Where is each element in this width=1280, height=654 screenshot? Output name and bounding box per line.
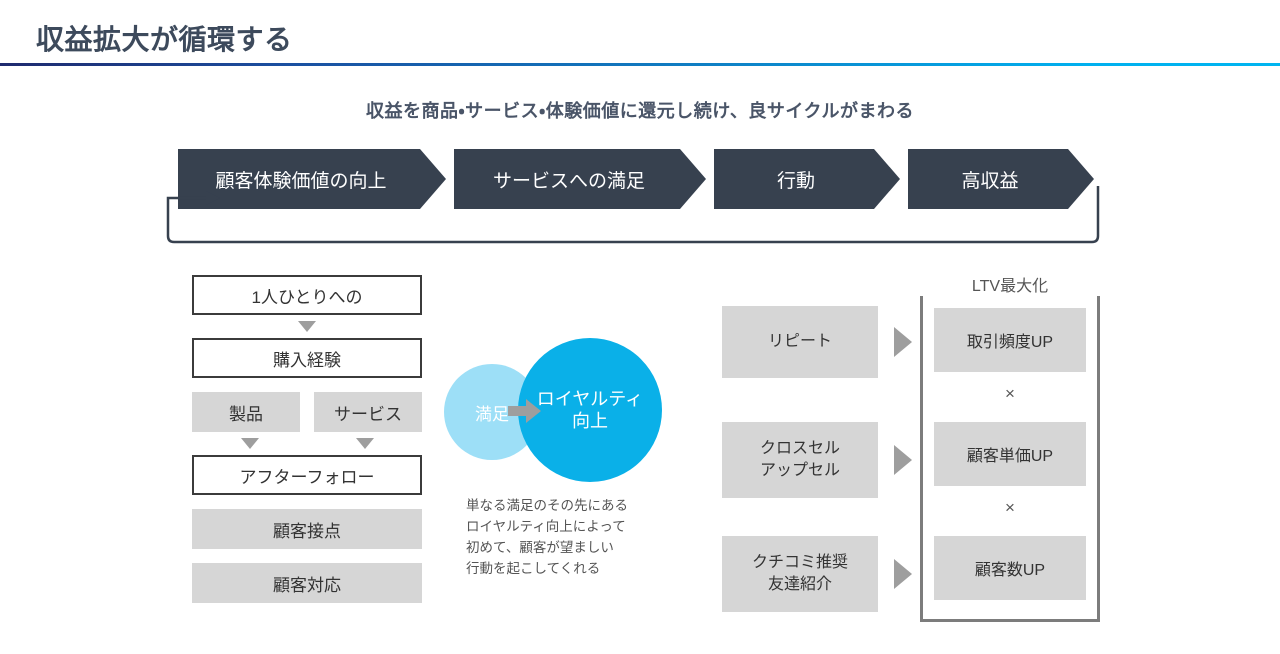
driver-cross-upsell-arrow-icon (894, 445, 912, 475)
left-box-service[interactable]: サービス (314, 392, 422, 432)
ltv-operator-2: × (1005, 498, 1015, 517)
ltv-frame-label: LTV最大化 (920, 272, 1100, 296)
driver-referral-label-line1: クチコミ推奨 (751, 553, 848, 571)
ltv-metric-frequency-label: 取引頻度UP (966, 334, 1054, 351)
driver-cross-upsell-label-line1: クロスセル (759, 439, 840, 457)
title-divider-rule (0, 63, 1280, 66)
cycle-step-4-label: 高収益 (961, 170, 1019, 192)
satisfaction-circle-label: 満足 (475, 404, 509, 424)
left-box-service-label: サービス (334, 404, 402, 424)
left-box-customer-support-label: 顧客対応 (273, 575, 341, 595)
left-box-customer-touchpoint[interactable]: 顧客接点 (192, 509, 422, 549)
loyalty-caption-line-2: ロイヤルティ向上によって (466, 518, 626, 534)
left-box-personalization-label: 1人ひとりへの (251, 287, 363, 307)
driver-referral-arrow-icon (894, 559, 912, 589)
ltv-operator-1: × (1005, 384, 1015, 403)
cycle-loopback-arrow (166, 186, 1100, 244)
left-box-personalization[interactable]: 1人ひとりへの (192, 275, 422, 315)
ltv-bracket-bottom (920, 619, 1099, 622)
loyalty-caption-line-3: 初めて、顧客が望ましい (466, 539, 614, 555)
ltv-metric-customer-count[interactable]: 顧客数UP (934, 536, 1086, 600)
triangle-down-icon (355, 438, 374, 449)
left-box-customer-touchpoint-label: 顧客接点 (273, 521, 341, 541)
driver-referral-label-line2: 友達紹介 (767, 576, 832, 593)
page-subtitle: 収益を商品・サービス・体験価値に還元し続け、良サイクルがまわる (366, 101, 914, 121)
left-arrow-pair (192, 438, 422, 449)
loyalty-circle-label-line1: ロイヤルティ (536, 388, 644, 409)
loyalty-circle-label-line2: 向上 (572, 411, 608, 431)
driver-repeat-arrow-icon (894, 327, 912, 357)
ltv-drivers-section: リピート クロスセル アップセル クチコミ推奨 友達紹介 LTV最大化 取引頻度… (722, 272, 1102, 642)
ltv-frame: LTV最大化 取引頻度UP × 顧客単価UP × 顧客数UP (920, 272, 1100, 622)
ltv-metric-unit-price[interactable]: 顧客単価UP (934, 422, 1086, 486)
ltv-metric-customer-count-label: 顧客数UP (974, 562, 1046, 579)
experience-value-column: 1人ひとりへの 購入経験 製品 サービス アフターフォロー (192, 275, 422, 603)
driver-repeat[interactable]: リピート (722, 306, 878, 378)
loyalty-caption-line-4: 行動を起こしてくれる (466, 560, 601, 576)
triangle-down-icon (240, 438, 259, 449)
loyalty-circle: ロイヤルティ 向上 (518, 338, 662, 482)
left-box-product-label: 製品 (229, 404, 263, 424)
loyalty-venn-group: 満足 ロイヤルティ 向上 (444, 338, 694, 482)
loyalty-caption-line-1: 単なる満足のその先にある (466, 498, 628, 513)
ltv-metric-unit-price-label: 顧客単価UP (966, 448, 1054, 465)
driver-cross-upsell[interactable]: クロスセル アップセル (722, 422, 878, 498)
left-box-product[interactable]: 製品 (192, 392, 300, 432)
ltv-bracket-right (1097, 286, 1100, 622)
cycle-step-3-label: 行動 (776, 170, 815, 192)
arrow-right-icon (508, 399, 541, 423)
driver-referral[interactable]: クチコミ推奨 友達紹介 (722, 536, 878, 612)
left-box-pair-product-service: 製品 サービス (192, 392, 422, 432)
ltv-metric-frequency[interactable]: 取引頻度UP (934, 308, 1086, 372)
left-box-customer-support[interactable]: 顧客対応 (192, 563, 422, 603)
cycle-step-3[interactable]: 行動 (714, 149, 900, 209)
cycle-step-1[interactable]: 顧客体験価値の向上 (178, 149, 446, 209)
cycle-step-2[interactable]: サービスへの満足 (454, 149, 706, 209)
left-box-purchase-experience[interactable]: 購入経験 (192, 338, 422, 378)
cycle-step-4[interactable]: 高収益 (908, 149, 1094, 209)
left-box-after-follow[interactable]: アフターフォロー (192, 455, 422, 495)
triangle-down-icon (298, 321, 316, 332)
left-arrow-1 (192, 321, 422, 332)
driver-repeat-label-line1: リピート (767, 332, 832, 350)
cycle-step-2-label: サービスへの満足 (492, 170, 645, 192)
driver-cross-upsell-label-line2: アップセル (759, 462, 840, 479)
loyalty-caption: 単なる満足のその先にある ロイヤルティ向上によって 初めて、顧客が望ましい 行動… (466, 496, 628, 580)
left-box-purchase-experience-label: 購入経験 (273, 350, 341, 370)
cycle-step-1-label: 顧客体験価値の向上 (215, 170, 387, 192)
page-title: 収益拡大が循環する (36, 24, 293, 55)
ltv-bracket-left (920, 286, 923, 622)
left-box-after-follow-label: アフターフォロー (239, 467, 375, 487)
